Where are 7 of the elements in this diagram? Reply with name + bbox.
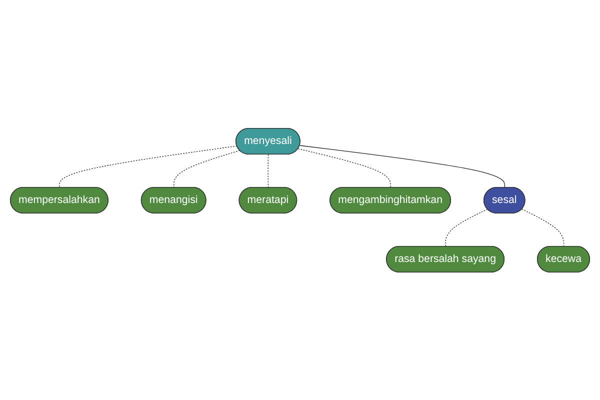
connector [59, 145, 238, 188]
connector [522, 208, 564, 247]
connector [299, 144, 506, 188]
connector [268, 154, 269, 188]
connector [298, 148, 391, 188]
connector [174, 150, 240, 188]
connector [445, 208, 488, 247]
